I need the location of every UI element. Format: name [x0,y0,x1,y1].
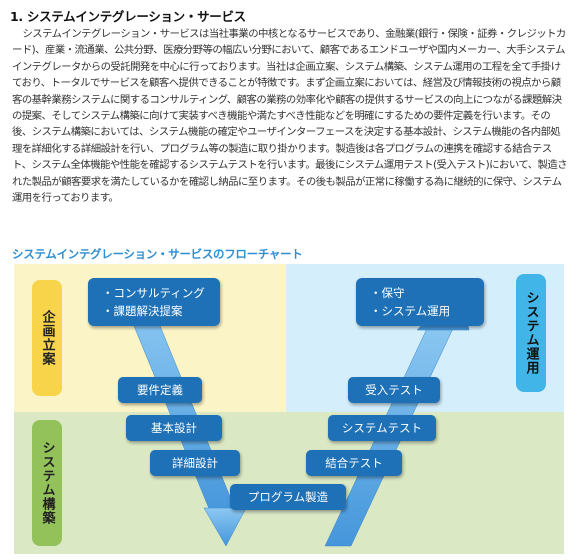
phase-construction-label: システム構築 [32,420,62,546]
step-acceptance-test: 受入テスト [348,377,440,403]
step-integration-test: 結合テスト [306,450,402,476]
planning-item-proposal: ・課題解決提案 [102,304,183,318]
operation-items-box: ・保守 ・システム運用 [356,278,484,326]
operation-item-operation: ・システム運用 [370,304,451,318]
phase-operation-label: システム運用 [516,274,546,392]
step-detailed-design: 詳細設計 [150,450,240,476]
flowchart-title: システムインテグレーション・サービスのフローチャート [12,247,303,261]
section-paragraph: システムインテグレーション・サービスは当社事業の中核となるサービスであり、金融業… [12,28,568,205]
down-arrow-head [203,507,247,547]
operation-item-maintenance: ・保守 [370,286,405,300]
construction-area [14,412,564,554]
phase-planning-label: 企画立案 [32,280,62,396]
step-requirements: 要件定義 [118,377,202,403]
step-basic-design: 基本設計 [126,415,222,441]
planning-item-consulting: ・コンサルティング [102,286,205,300]
step-system-test: システムテスト [328,415,436,441]
step-programming: プログラム製造 [230,484,346,510]
flowchart: 企画立案 システム運用 システム構築 ・コンサルティング ・課題解決提案 ・保守… [14,264,564,554]
planning-items-box: ・コンサルティング ・課題解決提案 [88,278,220,326]
section-heading: 1. システムインテグレーション・サービス [10,9,246,24]
